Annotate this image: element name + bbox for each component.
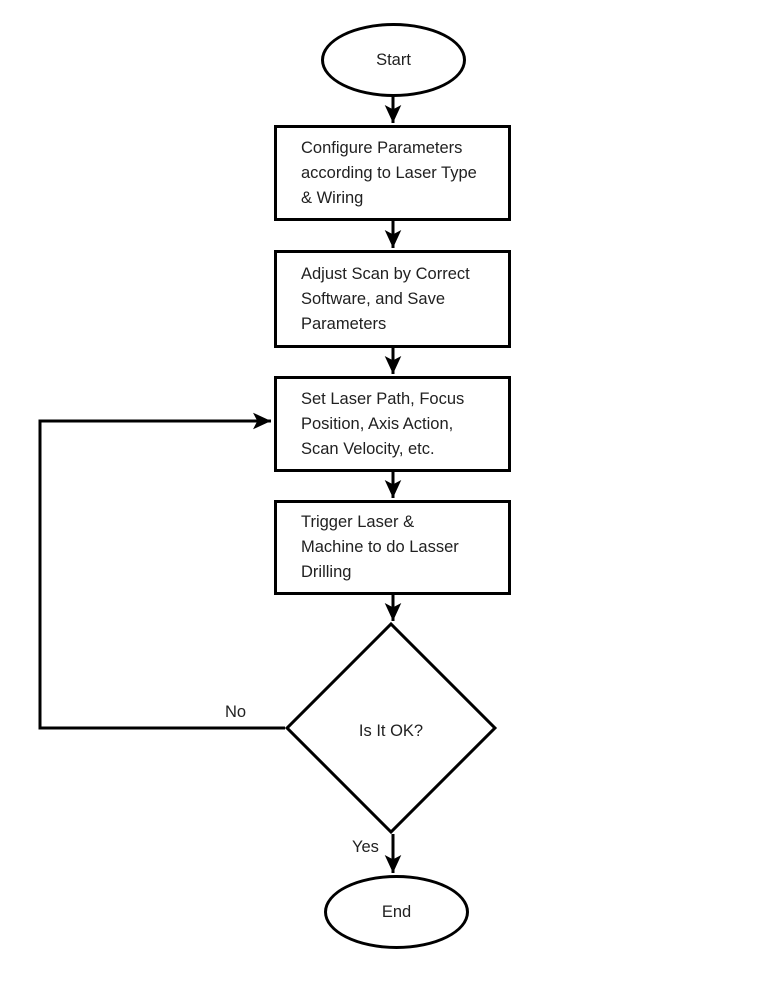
node-trigger-laser-label: Trigger Laser & Machine to do Lasser Dri… <box>301 513 459 581</box>
node-end: End <box>324 875 469 949</box>
node-trigger-laser: Trigger Laser & Machine to do Lasser Dri… <box>274 500 511 595</box>
node-adjust-scan: Adjust Scan by Correct Software, and Sav… <box>274 250 511 348</box>
node-decision-label: Is It OK? <box>358 721 424 740</box>
node-configure-parameters-label: Configure Parameters according to Laser … <box>301 138 477 207</box>
node-end-label: End <box>381 902 412 921</box>
node-set-laser-path: Set Laser Path, Focus Position, Axis Act… <box>274 376 511 472</box>
edge-label-yes: Yes <box>352 838 379 856</box>
edge-label-no: No <box>225 703 247 721</box>
node-start-label: Start <box>376 50 411 69</box>
node-configure-parameters: Configure Parameters according to Laser … <box>274 125 511 221</box>
node-decision-label-wrap: Is It OK? <box>316 716 466 746</box>
node-start: Start <box>321 23 466 97</box>
node-adjust-scan-label: Adjust Scan by Correct Software, and Sav… <box>301 264 470 333</box>
edge-decision-no-loop <box>38 412 285 730</box>
node-set-laser-path-label: Set Laser Path, Focus Position, Axis Act… <box>301 389 465 458</box>
